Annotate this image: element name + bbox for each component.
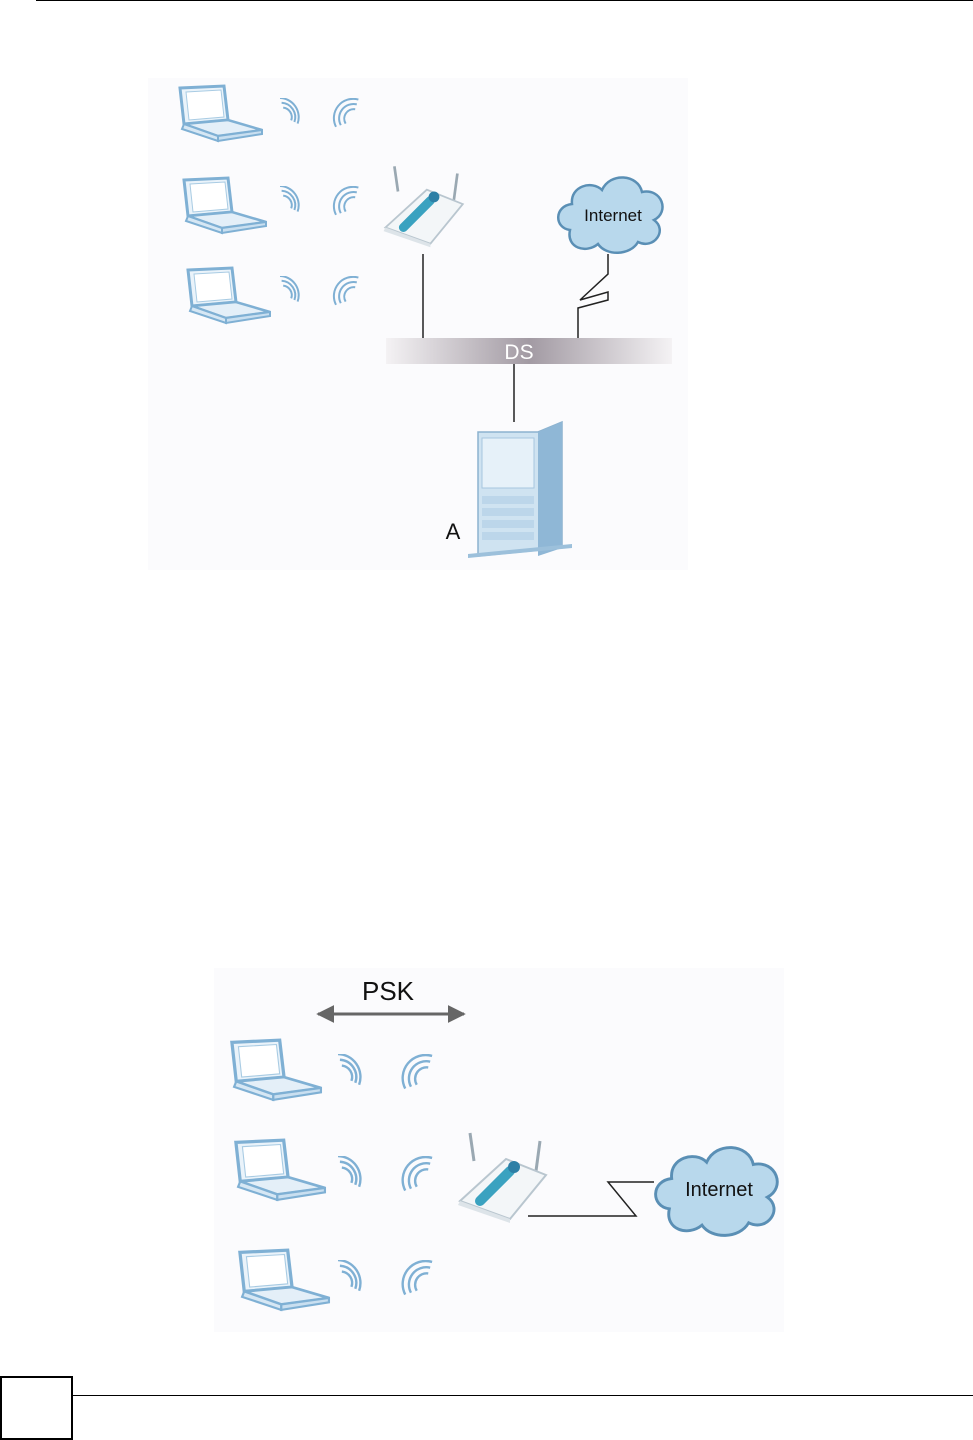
figure-wireless-network-with-server: Internet DS A [148, 78, 688, 570]
figure-wpa-psk-network: PSK Internet [214, 968, 784, 1332]
internet-link-line [578, 254, 608, 338]
server-icon [468, 422, 572, 558]
server-label: A [446, 519, 461, 544]
laptop-icon [232, 1040, 321, 1100]
laptop-icon [180, 86, 262, 141]
wireless-signal-icon [280, 98, 358, 127]
laptop-icon [240, 1250, 329, 1310]
page-number-box [0, 1376, 73, 1440]
internet-label: Internet [685, 1179, 753, 1201]
internet-label: Internet [584, 206, 642, 225]
laptop-icon [188, 268, 270, 323]
psk-label: PSK [362, 976, 415, 1006]
wireless-signal-icon [280, 186, 358, 215]
laptop-icon [236, 1140, 325, 1200]
wireless-signal-icon [338, 1054, 432, 1089]
internet-link-line [528, 1182, 654, 1216]
wireless-signal-icon [338, 1260, 432, 1295]
wireless-signal-icon [338, 1156, 432, 1191]
ds-label: DS [504, 341, 533, 364]
footer-rule [0, 1395, 973, 1396]
laptop-icon [184, 178, 266, 233]
header-rule [36, 0, 973, 1]
access-point-icon [458, 1133, 546, 1223]
wireless-signal-icon [280, 276, 358, 305]
access-point-icon [384, 166, 463, 247]
